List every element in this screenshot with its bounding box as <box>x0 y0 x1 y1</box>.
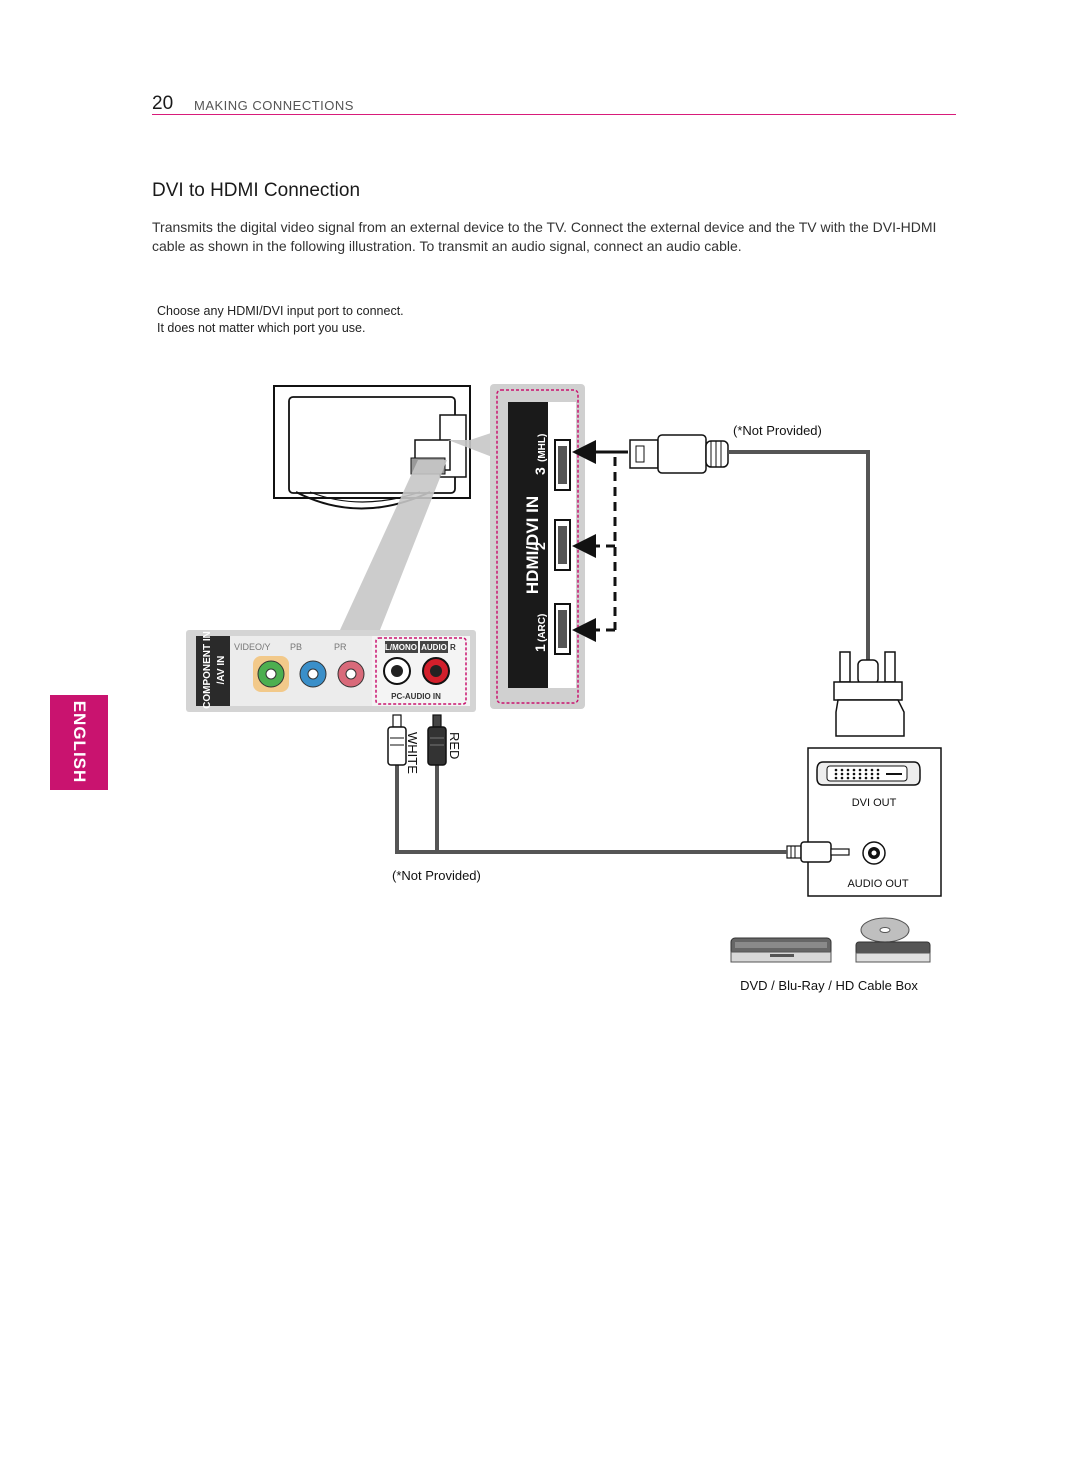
hdmi-port-3-number: 3 <box>532 467 548 475</box>
zoom-wedge-av <box>340 460 447 630</box>
audio-left-jack <box>383 657 411 685</box>
dvi-hdmi-cable <box>728 450 870 660</box>
port-choice-arrows <box>572 440 628 642</box>
page-number: 20 <box>152 93 174 114</box>
component-in-label: COMPONENT IN <box>202 631 213 709</box>
av-input-panel: COMPONENT IN /AV IN VIDEO/Y PB PR L/MONO… <box>186 630 476 712</box>
audio-right-jack <box>422 657 450 685</box>
hdmi-port-1-tag: (ARC) <box>537 614 548 642</box>
hdmi-port-2-number: 2 <box>532 542 548 550</box>
rca-plug-white <box>387 714 407 766</box>
dvi-out-label: DVI OUT <box>852 797 897 809</box>
video-y-jack <box>253 656 289 692</box>
hdmi-panel: HDMI/DVI IN 3 (MHL) 2 1 (ARC) <box>490 384 585 709</box>
hdmi-port-3 <box>554 439 571 491</box>
hdmi-cable-plug <box>629 434 729 474</box>
intro-paragraph: Transmits the digital video signal from … <box>152 219 937 254</box>
tv-rear-illustration <box>273 385 471 510</box>
audio-cable <box>395 760 787 854</box>
source-device-panel: DVI OUT AUDIO OUT <box>807 747 942 897</box>
hdmi-port-1 <box>554 603 571 655</box>
dvi-plug <box>833 651 905 737</box>
pr-label: PR <box>334 642 347 652</box>
video-y-label: VIDEO/Y <box>234 642 271 652</box>
av-in-label: /AV IN <box>216 656 227 685</box>
hdmi-port-3-tag: (MHL) <box>537 434 548 462</box>
page-title: DVI to HDMI Connection <box>152 180 361 201</box>
audio-label: AUDIO <box>421 643 447 652</box>
port-note-line-1: Choose any HDMI/DVI input port to connec… <box>157 304 404 318</box>
audio-l-mono-label: L/MONO <box>385 643 417 652</box>
zoom-wedge-hdmi <box>448 430 500 460</box>
audio-minijack-plug <box>786 841 850 863</box>
page-header: 20 MAKING CONNECTIONS <box>152 94 956 115</box>
port-note: Choose any HDMI/DVI input port to connec… <box>157 303 404 337</box>
hdmi-dvi-in-label: HDMI/DVI IN <box>523 496 542 594</box>
hdmi-port-2 <box>554 519 571 571</box>
blu-ray-player-icon <box>855 917 931 963</box>
audio-out-label: AUDIO OUT <box>847 878 908 890</box>
audio-out-jack <box>862 841 886 865</box>
pb-jack <box>299 660 327 688</box>
not-provided-label-bottom: (*Not Provided) <box>392 868 481 883</box>
port-note-line-2: It does not matter which port you use. <box>157 321 366 335</box>
audio-r-label: R <box>450 643 456 652</box>
pr-jack <box>337 660 365 688</box>
white-plug-label: WHITE <box>405 732 420 774</box>
pc-audio-in-label: PC-AUDIO IN <box>391 692 441 701</box>
hdmi-port-1-number: 1 <box>532 644 548 652</box>
devices-caption: DVD / Blu-Ray / HD Cable Box <box>740 978 918 993</box>
section-name: MAKING CONNECTIONS <box>194 98 354 113</box>
rca-plug-red <box>427 714 447 766</box>
dvd-player-icon <box>730 937 832 963</box>
language-tab: ENGLISH <box>50 695 108 790</box>
pb-label: PB <box>290 642 302 652</box>
red-plug-label: RED <box>447 732 462 759</box>
dvi-out-port <box>816 761 921 786</box>
not-provided-label-top: (*Not Provided) <box>733 423 822 438</box>
